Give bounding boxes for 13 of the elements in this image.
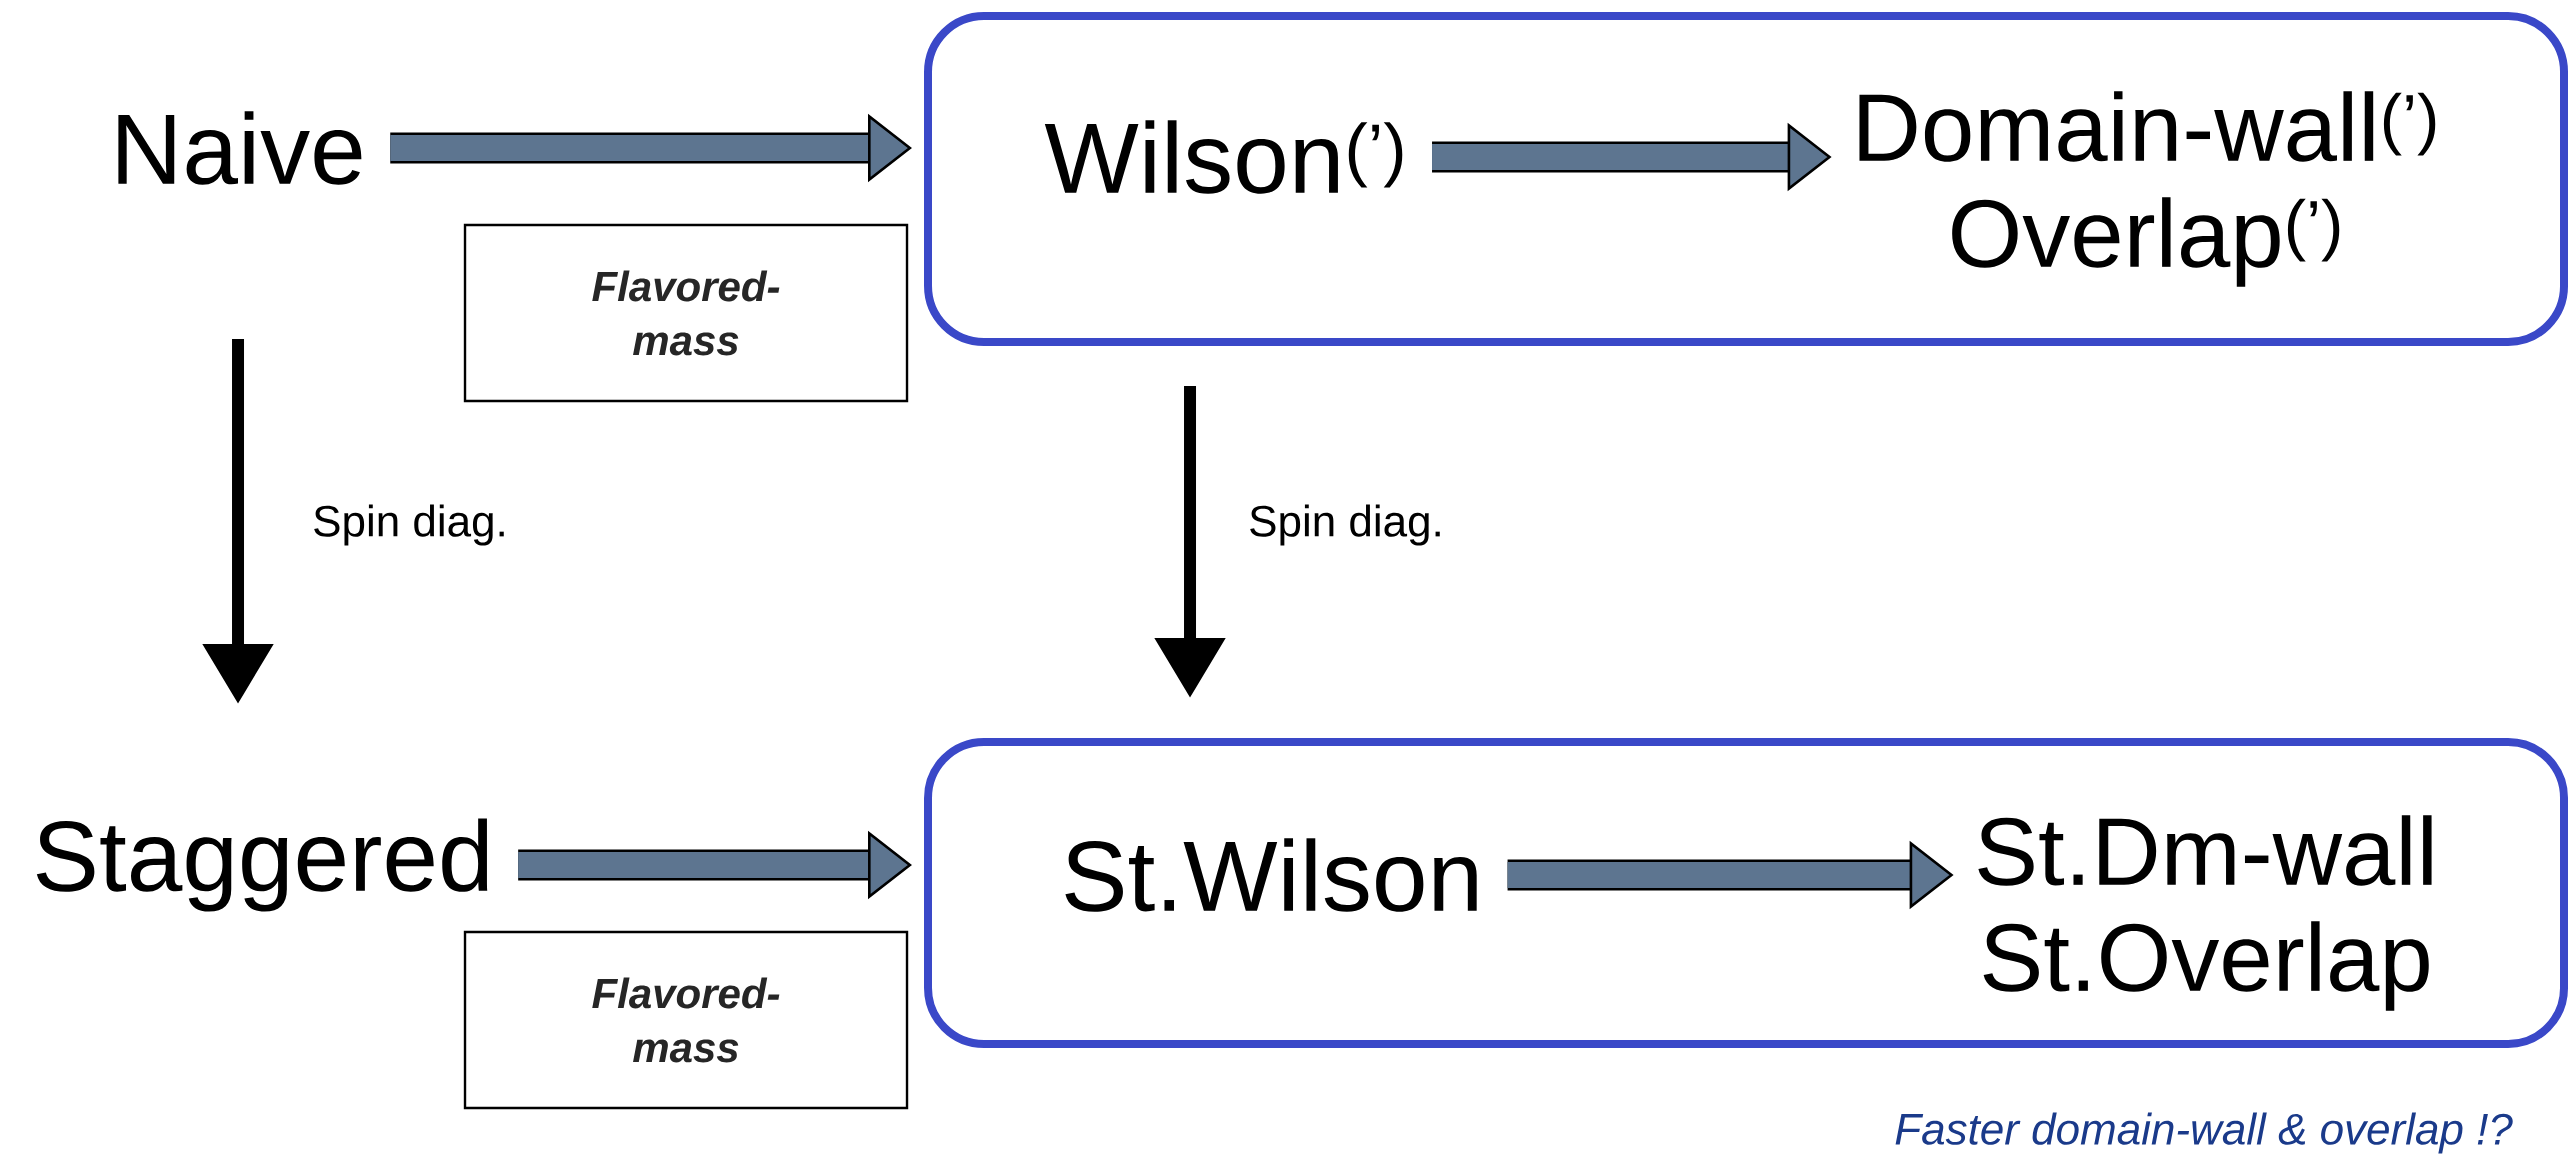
node-text: St.Wilson: [1065, 838, 1477, 912]
node-text: Domain-wall$^{(’)}$ Overlap$^{(’)}$: [1859, 91, 2436, 287]
label-box: Flavored-mass: [463, 930, 909, 1110]
group-frame: [924, 12, 2568, 346]
group-frame: [924, 738, 2568, 1048]
node-text: Staggered: [36, 818, 488, 912]
edge-label: Spin diag.: [1244, 500, 1448, 550]
node-text: Naive: [118, 111, 362, 185]
node-text: Wilson$^{(’)}$: [1044, 120, 1403, 194]
note: Faster domain-wall & overlap !?: [1895, 1112, 2513, 1154]
edge-label: Spin diag.: [308, 500, 512, 550]
label-box: Flavored-mass: [463, 223, 909, 403]
node-text: St.Dm-wall St.Overlap: [1978, 815, 2432, 1011]
